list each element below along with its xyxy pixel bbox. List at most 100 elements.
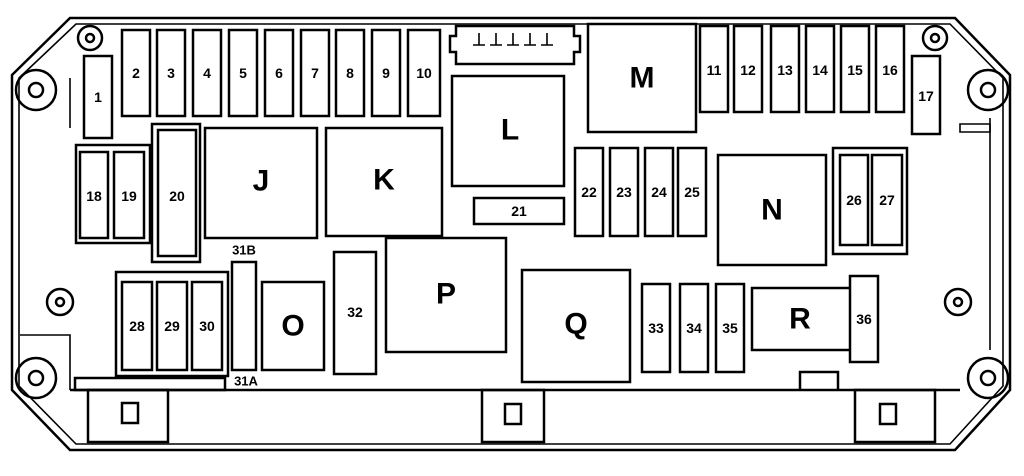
fuse-label: 14: [812, 62, 828, 78]
fuse-label: 19: [121, 188, 137, 204]
fuse-label: 25: [684, 184, 700, 200]
bottom-connector: [480, 388, 546, 444]
fuse-31: [230, 260, 258, 372]
fuse-34: [678, 282, 710, 374]
fuse-22: [573, 146, 605, 238]
relay-O: [260, 280, 326, 372]
fuse-32: [332, 250, 378, 376]
fuse-label: 13: [777, 62, 793, 78]
fuse-label: 12: [740, 62, 756, 78]
fuse-label: 24: [651, 184, 667, 200]
fuse-10: [406, 28, 442, 118]
fuse-holder-20: [150, 122, 202, 264]
relay-M: [586, 22, 698, 134]
bottom-connector: [853, 388, 937, 444]
connector-slot-icon: [503, 402, 523, 426]
fuse-16: [874, 24, 906, 114]
relay-label: K: [373, 164, 395, 197]
fuse-holder-28-30: [114, 270, 230, 378]
fuse-label: 18: [86, 188, 102, 204]
inner-frame-line: [20, 334, 71, 390]
fuse-33: [640, 282, 672, 374]
fuse-14: [804, 24, 836, 114]
connector-slot-icon: [878, 402, 898, 426]
fuse-20: [156, 128, 198, 258]
fuse-13: [769, 24, 801, 114]
mounting-hole-icon: [14, 68, 58, 112]
relay-R: [750, 286, 854, 352]
fuse-label: 9: [382, 65, 390, 81]
fuse-35: [714, 282, 746, 374]
fuse-28: [120, 280, 154, 372]
relay-label: N: [761, 194, 783, 227]
relay-P: [384, 236, 508, 354]
fuse-6: [263, 28, 295, 118]
fuse-label: 33: [648, 320, 664, 336]
fuse-15: [839, 24, 871, 114]
mounting-hole-icon: [966, 68, 1010, 112]
fuse-label: 16: [882, 62, 898, 78]
fuse-label: 4: [203, 65, 211, 81]
fuse-26: [838, 153, 870, 247]
connector-slot-icon: [120, 401, 140, 425]
relay-L: [450, 74, 566, 188]
fuse-label: 10: [416, 65, 432, 81]
fuse-label: 8: [346, 65, 354, 81]
fuse-label: 34: [686, 320, 702, 336]
fuse-8: [334, 28, 366, 118]
fuse-1: [82, 54, 114, 140]
fuse-19: [112, 150, 146, 240]
fuse-label: 15: [847, 62, 863, 78]
relay-label: J: [253, 165, 270, 198]
relay-Q: [520, 268, 632, 384]
fuse-label: 27: [879, 192, 895, 208]
fuse-label: 29: [164, 318, 180, 334]
relay-label: O: [281, 310, 304, 343]
fuse-holder-18-19: [74, 143, 152, 245]
relay-label: L: [501, 114, 519, 147]
fuse-9: [370, 28, 402, 118]
fuse-label: 2: [132, 65, 140, 81]
fuse-30: [190, 280, 224, 372]
relay-J: [203, 126, 319, 240]
fuse-label: 1: [94, 89, 102, 105]
housing-outline: [10, 16, 1012, 452]
fuse-23: [608, 146, 640, 238]
fuse-label: 17: [918, 88, 934, 104]
fuse-7: [299, 28, 331, 118]
screw-hole-icon: [943, 287, 973, 317]
fuse-label: 5: [239, 65, 247, 81]
fuse-label-31b: 31B: [232, 243, 256, 258]
fuse-label: 3: [167, 65, 175, 81]
fuse-24: [643, 146, 675, 238]
fuse-label: 6: [275, 65, 283, 81]
fuse-label: 30: [199, 318, 215, 334]
fuse-21: [472, 196, 566, 226]
housing-inner-outline: [18, 23, 1004, 445]
fuse-17: [910, 54, 942, 136]
screw-hole-icon: [45, 287, 75, 317]
fuse-2: [120, 28, 152, 118]
relay-label: M: [630, 62, 655, 95]
fuse-label: 20: [169, 188, 185, 204]
relay-N: [716, 153, 828, 267]
fuse-11: [698, 24, 730, 114]
fuse-12: [732, 24, 764, 114]
fuse-label: 7: [311, 65, 319, 81]
fuse-label: 28: [129, 318, 145, 334]
fuse-label: 32: [347, 304, 363, 320]
fuse-holder-26-27: [831, 146, 909, 256]
relay-K: [324, 126, 444, 238]
fuse-25: [676, 146, 708, 238]
screw-hole-icon: [921, 24, 949, 52]
connector-pins-icon: [473, 33, 553, 46]
fuse-label: 23: [616, 184, 632, 200]
fuse-label: 22: [581, 184, 597, 200]
fuse-4: [191, 28, 223, 118]
mounting-hole-icon: [966, 356, 1010, 400]
bottom-rail-line: [798, 370, 840, 390]
fuse-label: 11: [707, 62, 722, 78]
relay-label: Q: [564, 308, 587, 341]
fuse-18: [78, 150, 110, 240]
